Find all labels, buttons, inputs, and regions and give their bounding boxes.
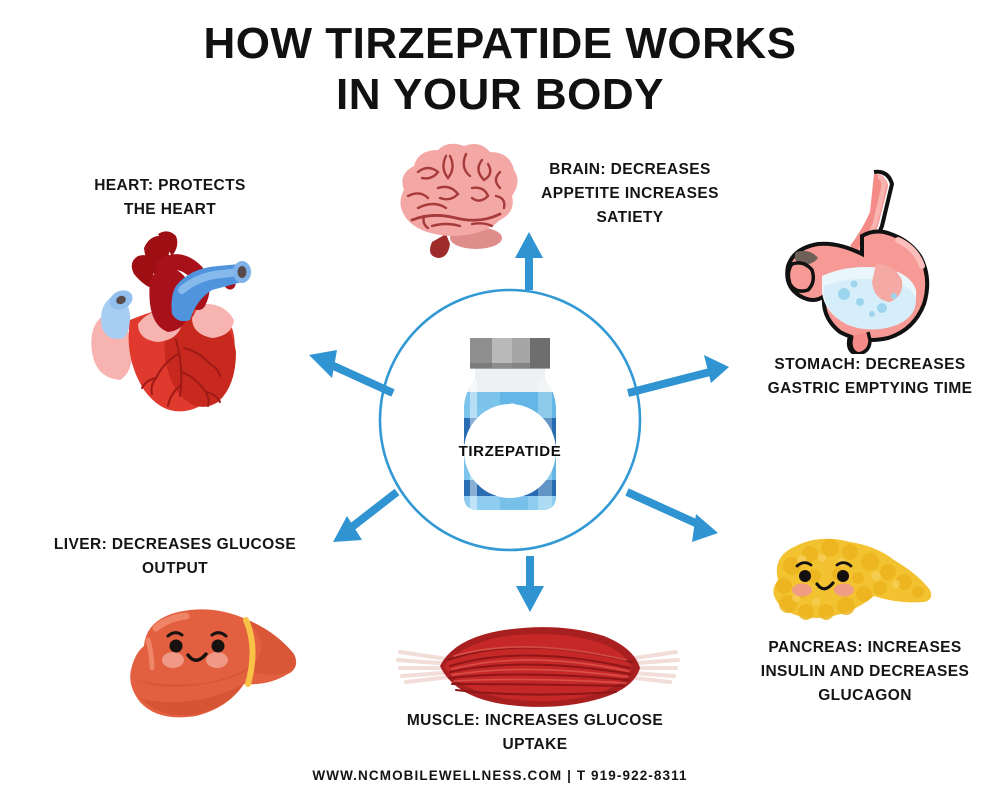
footer-contact: WWW.NCMOBILEWELLNESS.COM | T 919-922-831…: [312, 768, 688, 783]
arrow-to-pancreas: [625, 488, 718, 542]
muscle-illustration: [396, 627, 680, 707]
page-title-line1: HOW TIRZEPATIDE WORKS: [203, 19, 797, 68]
arrow-to-liver: [333, 488, 400, 542]
arrow-to-brain: [515, 232, 543, 290]
vial-label-area: [464, 404, 556, 498]
liver-illustration: [130, 609, 297, 718]
label-pancreas: PANCREAS: INCREASES INSULIN AND DECREASE…: [760, 639, 970, 705]
arrow-to-heart: [309, 350, 395, 397]
center-circle: [378, 288, 642, 552]
label-muscle: MUSCLE: INCREASES GLUCOSE UPTAKE: [406, 712, 664, 754]
label-liver: LIVER: DECREASES GLUCOSE OUTPUT: [53, 536, 297, 578]
liver-face: [162, 631, 228, 668]
arrow-to-muscle: [516, 556, 544, 612]
pancreas-face: [792, 561, 854, 597]
brain-illustration: [400, 143, 518, 258]
page-title: HOW TIRZEPATIDE WORKS IN YOUR BODY: [0, 18, 1000, 120]
stomach-illustration: [785, 169, 930, 354]
heart-illustration: [91, 231, 251, 412]
tirzepatide-vial: [464, 338, 556, 510]
arrow-to-stomach: [627, 355, 729, 397]
label-brain: BRAIN: DECREASES APPETITE INCREASES SATI…: [541, 161, 719, 227]
vial-cap: [470, 338, 550, 369]
page-title-line2: IN YOUR BODY: [336, 70, 664, 120]
label-stomach: STOMACH: DECREASES GASTRIC EMPTYING TIME: [767, 356, 973, 398]
arrow-group: [309, 232, 729, 612]
label-heart: HEART: PROTECTS THE HEART: [94, 177, 246, 219]
pancreas-illustration: [773, 538, 932, 620]
